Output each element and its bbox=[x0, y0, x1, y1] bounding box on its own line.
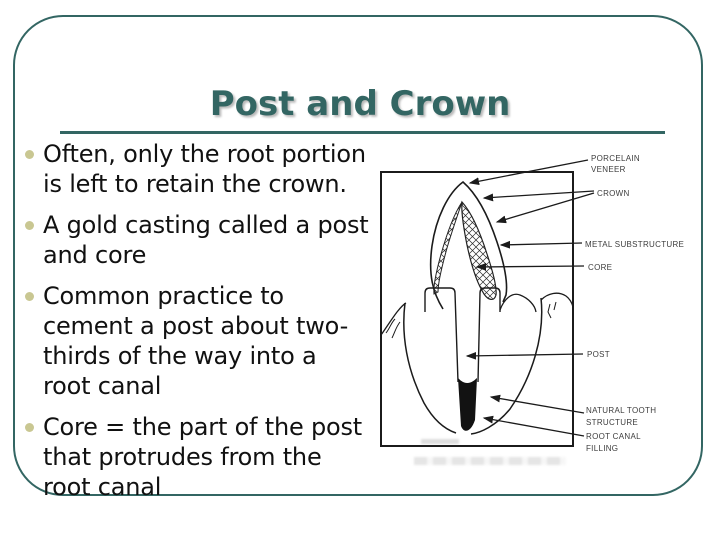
crown-outline bbox=[429, 180, 508, 310]
label-natural-tooth-structure: NATURAL TOOTH bbox=[586, 406, 656, 415]
bullet-item: Common practice to cement a post about t… bbox=[24, 281, 382, 401]
leader-natural-tooth-structure bbox=[489, 394, 585, 414]
label-metal-substructure: METAL SUBSTRUCTURE bbox=[585, 240, 684, 249]
tooth-diagram: PORCELAIN VENEER CROWN METAL SUBSTRUCTUR… bbox=[378, 142, 710, 477]
slide-title: Post and Crown bbox=[209, 84, 511, 124]
bullet-item: Core = the part of the post that protrud… bbox=[24, 412, 382, 502]
leader-metal-substructure bbox=[499, 240, 583, 249]
gumline-left bbox=[385, 318, 401, 339]
bullet-icon bbox=[25, 221, 34, 230]
gumline-right bbox=[540, 292, 574, 308]
leader-crown bbox=[495, 192, 595, 224]
label-crown: CROWN bbox=[597, 189, 630, 198]
bullet-text: Core = the part of the post that protrud… bbox=[43, 413, 362, 501]
bullet-text: Common practice to cement a post about t… bbox=[43, 282, 349, 400]
leader-lines bbox=[465, 159, 595, 437]
bullet-icon bbox=[25, 423, 34, 432]
metal-substructure-hatch bbox=[433, 201, 463, 295]
gumline-right bbox=[499, 293, 537, 313]
leader-core bbox=[475, 263, 585, 271]
post-shape bbox=[424, 287, 459, 383]
label-core: CORE bbox=[588, 263, 612, 272]
label-root-canal-filling: ROOT CANAL bbox=[586, 432, 641, 441]
post-shape bbox=[477, 287, 501, 383]
bullet-icon bbox=[25, 292, 34, 301]
bullet-text: Often, only the root portion is left to … bbox=[43, 140, 366, 198]
bullet-text: A gold casting called a post and core bbox=[43, 211, 369, 269]
bullet-item: A gold casting called a post and core bbox=[24, 210, 382, 270]
bullet-item: Often, only the root portion is left to … bbox=[24, 139, 382, 199]
label-natural-tooth-structure: STRUCTURE bbox=[586, 418, 638, 427]
leader-post bbox=[465, 351, 584, 360]
gumline-right bbox=[547, 301, 557, 319]
bullet-icon bbox=[25, 150, 34, 159]
label-root-canal-filling: FILLING bbox=[586, 444, 618, 453]
bullet-list: Often, only the root portion is left to … bbox=[24, 139, 382, 513]
label-porcelain-veneer: PORCELAIN bbox=[591, 154, 640, 163]
label-porcelain-veneer: VENEER bbox=[591, 165, 626, 174]
scan-artifact bbox=[421, 439, 459, 444]
root-outline bbox=[403, 302, 457, 434]
slide-border-frame bbox=[13, 15, 703, 496]
diagram-frame-box bbox=[380, 171, 574, 447]
scan-artifact bbox=[414, 457, 566, 465]
gumline-left bbox=[380, 302, 407, 336]
root-outline bbox=[470, 297, 543, 435]
leader-porcelain-veneer bbox=[468, 159, 589, 186]
metal-substructure-hatch bbox=[461, 200, 497, 300]
root-canal-filling-shape bbox=[458, 378, 477, 431]
title-underline bbox=[60, 131, 665, 134]
leader-crown bbox=[482, 190, 595, 202]
label-post: POST bbox=[587, 350, 610, 359]
leader-root-canal-filling bbox=[482, 415, 585, 437]
